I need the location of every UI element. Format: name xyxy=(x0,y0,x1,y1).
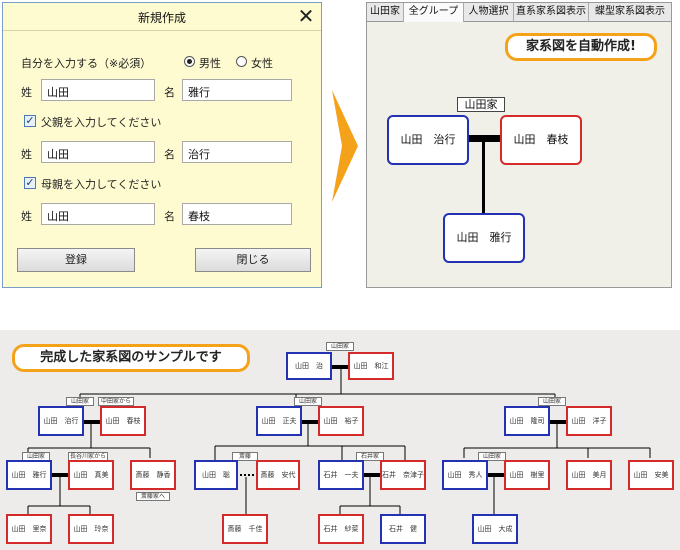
dialog-titlebar: 新規作成 ✕ xyxy=(3,3,321,31)
sample-connectors xyxy=(27,365,651,514)
family-tree-window: 山田家 全グループ 人物選択 直系家系図表示 蝶型家系図表示 家系図を自動作成!… xyxy=(366,2,672,288)
male-radio[interactable] xyxy=(184,56,195,67)
family-label-right: 山田家 xyxy=(538,397,566,406)
father-given-field[interactable]: 治行 xyxy=(182,141,292,163)
person-yamada-mami[interactable]: 山田 真美 xyxy=(68,460,114,490)
family-label-saito: 斎藤 xyxy=(232,452,258,461)
family-note-left: 中田家から xyxy=(98,397,134,406)
father-check-label: 父親を入力してください xyxy=(41,116,162,129)
person-saito-chika[interactable]: 斎藤 千佳 xyxy=(222,514,268,544)
person-yamada-haruyuki[interactable]: 山田 治行 xyxy=(38,406,84,436)
person-yamada-yuko[interactable]: 山田 裕子 xyxy=(318,406,364,436)
mother-surname-label: 姓 xyxy=(21,210,32,223)
person-yamada-mitsuki[interactable]: 山田 美月 xyxy=(566,460,612,490)
father-surname-field[interactable]: 山田 xyxy=(41,141,155,163)
person-yamada-juri[interactable]: 山田 樹里 xyxy=(504,460,550,490)
person-ishii-sayaka[interactable]: 石井 紗菜 xyxy=(318,514,364,544)
person-yamada-reina[interactable]: 山田 玲奈 xyxy=(68,514,114,544)
mother-given-field[interactable]: 春枝 xyxy=(182,203,292,225)
saito-note: 斎藤家へ xyxy=(136,492,170,501)
tab-direct-tree[interactable]: 直系家系図表示 xyxy=(514,3,589,22)
person-father[interactable]: 山田 治行 xyxy=(387,115,469,165)
person-yamada-hideto[interactable]: 山田 秀人 xyxy=(442,460,488,490)
person-yamada-rina[interactable]: 山田 里奈 xyxy=(6,514,52,544)
family-label-ishii: 石井家 xyxy=(356,452,384,461)
self-surname-label: 姓 xyxy=(21,86,32,99)
father-checkbox[interactable]: ✓ xyxy=(24,114,36,127)
tab-yamada[interactable]: 山田家 xyxy=(367,3,404,22)
person-yamada-taisei[interactable]: 山田 大成 xyxy=(472,514,518,544)
person-yamada-kazue[interactable]: 山田 和江 xyxy=(348,352,394,380)
person-child[interactable]: 山田 雅行 xyxy=(443,213,525,263)
male-label: 男性 xyxy=(199,57,221,70)
person-yamada-harue[interactable]: 山田 春枝 xyxy=(100,406,146,436)
person-yamada-satoshi[interactable]: 山田 聡 xyxy=(194,460,238,490)
close-icon[interactable]: ✕ xyxy=(297,4,315,28)
family-label-mid: 山田家 xyxy=(294,397,322,406)
mother-surname-field[interactable]: 山田 xyxy=(41,203,155,225)
sample-family-tree: 完成した家系図のサンプルです 山田家 山田 治 山田 和江 山田家 中田家から … xyxy=(0,330,680,550)
person-yamada-ryuji[interactable]: 山田 隆司 xyxy=(504,406,550,436)
self-given-field[interactable]: 雅行 xyxy=(182,79,292,101)
tab-person-select[interactable]: 人物選択 xyxy=(464,3,514,22)
close-button[interactable]: 閉じる xyxy=(195,248,311,272)
tab-bar: 山田家 全グループ 人物選択 直系家系図表示 蝶型家系図表示 xyxy=(367,3,671,22)
person-yamada-masayuki[interactable]: 山田 雅行 xyxy=(6,460,52,490)
family-label-left: 山田家 xyxy=(66,397,94,406)
family-label: 山田家 xyxy=(457,97,505,112)
self-input-label: 自分を入力する（※必須） xyxy=(21,57,152,70)
person-yamada-masao[interactable]: 山田 正夫 xyxy=(256,406,302,436)
mother-check-label: 母親を入力してください xyxy=(41,178,162,191)
person-saito-yasuyo[interactable]: 斎藤 安代 xyxy=(256,460,300,490)
person-ishii-kazuo[interactable]: 石井 一夫 xyxy=(318,460,364,490)
self-surname-field[interactable]: 山田 xyxy=(41,79,155,101)
female-radio[interactable] xyxy=(236,56,247,67)
dialog-title: 新規作成 xyxy=(137,11,186,25)
child-line xyxy=(482,142,485,215)
marriage-line xyxy=(467,135,501,142)
arrow-right-icon xyxy=(332,90,358,202)
female-label: 女性 xyxy=(251,57,273,70)
auto-create-callout: 家系図を自動作成! xyxy=(505,33,657,61)
mother-checkbox[interactable]: ✓ xyxy=(24,176,36,189)
person-ishii-ken[interactable]: 石井 健 xyxy=(380,514,426,544)
self-given-label: 名 xyxy=(164,86,175,99)
family-label-rr: 山田家 xyxy=(478,452,506,461)
father-given-label: 名 xyxy=(164,148,175,161)
person-yamada-yoko[interactable]: 山田 洋子 xyxy=(566,406,612,436)
tab-butterfly-tree[interactable]: 蝶型家系図表示 xyxy=(595,6,665,17)
tab-all-groups[interactable]: 全グループ xyxy=(404,3,464,22)
person-saito-shizuka[interactable]: 斎藤 静香 xyxy=(130,460,176,490)
family-label-top: 山田家 xyxy=(326,342,354,351)
register-button[interactable]: 登録 xyxy=(17,248,135,272)
father-surname-label: 姓 xyxy=(21,148,32,161)
sample-callout: 完成した家系図のサンプルです xyxy=(12,344,250,372)
mother-given-label: 名 xyxy=(164,210,175,223)
person-mother[interactable]: 山田 春枝 xyxy=(500,115,582,165)
new-entry-dialog: 新規作成 ✕ 自分を入力する（※必須） 男性 女性 姓 山田 名 雅行 ✓ 父親… xyxy=(2,2,322,288)
person-yamada-osamu[interactable]: 山田 治 xyxy=(286,352,332,380)
person-ishii-natsuko[interactable]: 石井 奈津子 xyxy=(380,460,426,490)
person-yamada-yasumi[interactable]: 山田 安美 xyxy=(628,460,674,490)
